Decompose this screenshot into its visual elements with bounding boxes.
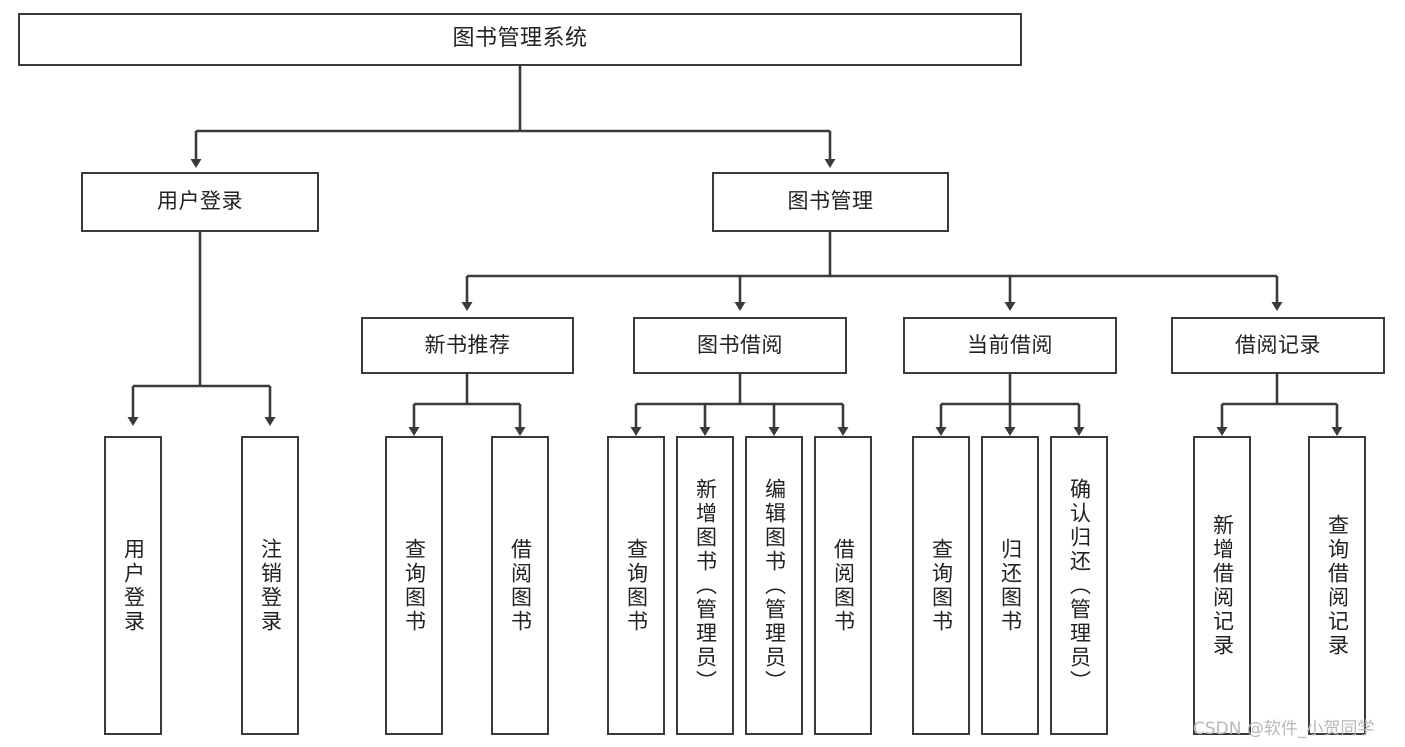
node-borrow-record-label: 借阅记录 [1235, 332, 1321, 357]
node-leaf-query-book-1-label: 查询图书 [402, 537, 427, 634]
node-user-login-label: 用户登录 [157, 189, 243, 214]
node-leaf-add-book-label: 新增图书（管理员） [693, 477, 718, 694]
node-root[interactable]: 图书管理系统 [18, 13, 1022, 66]
node-leaf-add-record-label: 新增借阅记录 [1210, 513, 1235, 658]
csdn-watermark: CSDN @软件_小贺同学 [1193, 719, 1375, 739]
node-root-label: 图书管理系统 [452, 26, 588, 52]
node-leaf-query-record-label: 查询借阅记录 [1325, 513, 1350, 658]
node-leaf-query-book-2[interactable]: 查询图书 [607, 436, 665, 735]
node-leaf-confirm-return-label: 确认归还（管理员） [1067, 477, 1092, 694]
node-leaf-query-book-1[interactable]: 查询图书 [385, 436, 443, 735]
node-borrow-record[interactable]: 借阅记录 [1171, 317, 1385, 374]
node-leaf-logout-label: 注销登录 [258, 537, 283, 634]
node-leaf-edit-book[interactable]: 编辑图书（管理员） [745, 436, 803, 735]
node-leaf-borrow-book-2[interactable]: 借阅图书 [814, 436, 872, 735]
node-book-borrow[interactable]: 图书借阅 [633, 317, 847, 374]
node-leaf-return-book-label: 归还图书 [998, 537, 1023, 634]
node-leaf-query-record[interactable]: 查询借阅记录 [1308, 436, 1366, 735]
node-book-management-label: 图书管理 [787, 189, 874, 214]
node-current-borrow[interactable]: 当前借阅 [903, 317, 1117, 374]
node-current-borrow-label: 当前借阅 [967, 332, 1053, 357]
node-leaf-confirm-return[interactable]: 确认归还（管理员） [1050, 436, 1108, 735]
node-leaf-borrow-book-2-label: 借阅图书 [831, 537, 856, 634]
node-new-book-recommend[interactable]: 新书推荐 [361, 317, 574, 374]
node-new-book-recommend-label: 新书推荐 [424, 332, 511, 357]
node-leaf-borrow-book-1-label: 借阅图书 [508, 537, 533, 634]
node-leaf-add-record[interactable]: 新增借阅记录 [1193, 436, 1251, 735]
node-leaf-add-book[interactable]: 新增图书（管理员） [676, 436, 734, 735]
node-leaf-borrow-book-1[interactable]: 借阅图书 [491, 436, 549, 735]
node-leaf-user-login-label: 用户登录 [121, 537, 146, 634]
node-leaf-query-book-3[interactable]: 查询图书 [912, 436, 970, 735]
node-leaf-logout[interactable]: 注销登录 [241, 436, 299, 735]
node-book-management[interactable]: 图书管理 [712, 172, 949, 232]
node-leaf-user-login[interactable]: 用户登录 [104, 436, 162, 735]
node-leaf-edit-book-label: 编辑图书（管理员） [762, 477, 787, 694]
node-leaf-return-book[interactable]: 归还图书 [981, 436, 1039, 735]
node-leaf-query-book-3-label: 查询图书 [929, 537, 954, 634]
node-leaf-query-book-2-label: 查询图书 [624, 537, 649, 634]
node-book-borrow-label: 图书借阅 [697, 332, 783, 357]
node-user-login[interactable]: 用户登录 [81, 172, 319, 232]
